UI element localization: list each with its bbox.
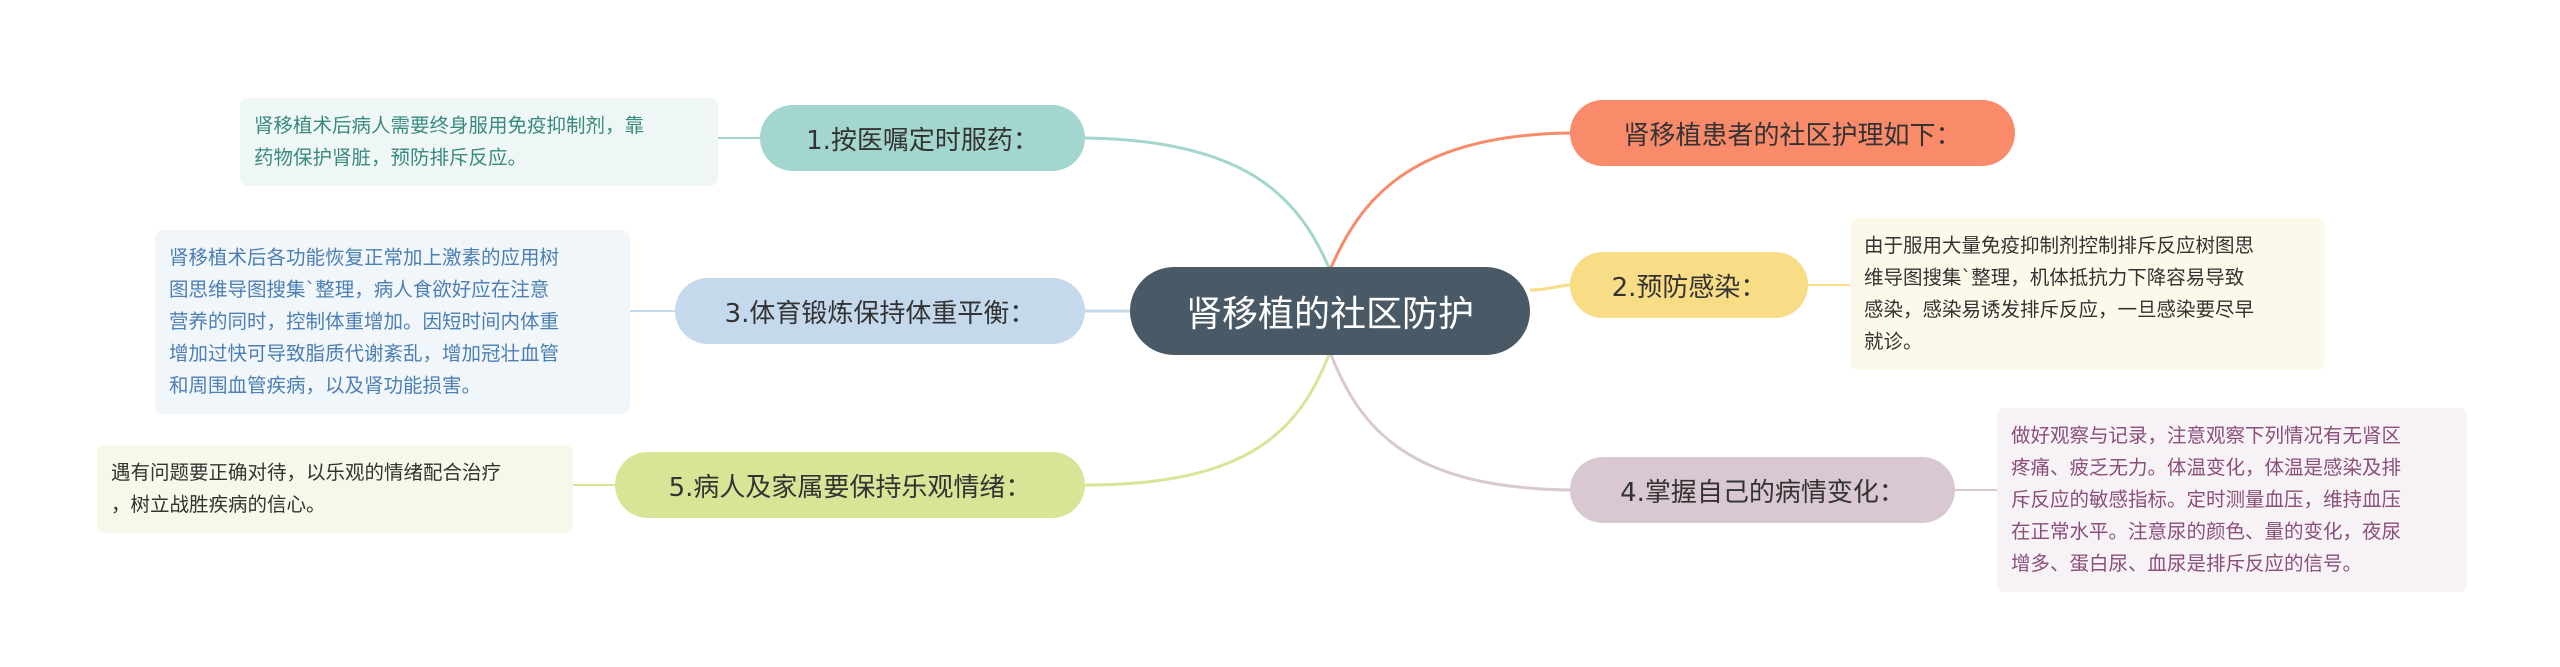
branch-condition[interactable]: 4.掌握自己的病情变化： [1570, 457, 1955, 523]
note-exercise: 肾移植术后各功能恢复正常加上激素的应用树 图思维导图搜集`整理，病人食欲好应在注… [155, 230, 630, 414]
note-condition-text: 做好观察与记录，注意观察下列情况有无肾区 疼痛、疲乏无力。体温变化，体温是感染及… [2011, 424, 2402, 575]
branch-medication-label: 1.按医嘱定时服药： [806, 125, 1039, 156]
note-infection-text: 由于服用大量免疫抑制剂控制排斥反应树图思 维导图搜集`整理，机体抵抗力下降容易导… [1864, 234, 2255, 353]
branch-infection[interactable]: 2.预防感染： [1570, 252, 1808, 318]
branch-exercise[interactable]: 3.体育锻炼保持体重平衡： [675, 278, 1085, 344]
central-topic[interactable]: 肾移植的社区防护 [1130, 267, 1530, 355]
central-topic-label: 肾移植的社区防护 [1185, 294, 1474, 335]
link-b5 [1084, 351, 1332, 487]
note-optimism-text: 遇有问题要正确对待，以乐观的情绪配合治疗 ，树立战胜疾病的信心。 [111, 461, 502, 516]
branch-exercise-label: 3.体育锻炼保持体重平衡： [724, 298, 1036, 329]
branch-intro[interactable]: 肾移植患者的社区护理如下： [1570, 100, 2015, 166]
branch-intro-label: 肾移植患者的社区护理如下： [1623, 120, 1962, 151]
branch-medication[interactable]: 1.按医嘱定时服药： [760, 105, 1085, 171]
note-exercise-text: 肾移植术后各功能恢复正常加上激素的应用树 图思维导图搜集`整理，病人食欲好应在注… [169, 246, 560, 397]
link-b2 [1529, 283, 1571, 292]
note-infection: 由于服用大量免疫抑制剂控制排斥反应树图思 维导图搜集`整理，机体抵抗力下降容易导… [1850, 218, 2325, 370]
note-medication: 肾移植术后病人需要终身服用免疫抑制剂，靠 药物保护肾脏，预防排斥反应。 [240, 98, 718, 186]
branch-infection-label: 2.预防感染： [1611, 272, 1767, 303]
branch-optimism-label: 5.病人及家属要保持乐观情绪： [668, 472, 1032, 503]
note-condition: 做好观察与记录，注意观察下列情况有无肾区 疼痛、疲乏无力。体温变化，体温是感染及… [1997, 408, 2467, 592]
note-medication-text: 肾移植术后病人需要终身服用免疫抑制剂，靠 药物保护肾脏，预防排斥反应。 [254, 114, 645, 169]
branch-optimism[interactable]: 5.病人及家属要保持乐观情绪： [615, 452, 1085, 518]
link-b1 [1084, 136, 1332, 271]
link-bintro [1328, 131, 1571, 271]
link-b4 [1328, 351, 1571, 492]
branch-condition-label: 4.掌握自己的病情变化： [1620, 477, 1905, 508]
note-optimism: 遇有问题要正确对待，以乐观的情绪配合治疗 ，树立战胜疾病的信心。 [97, 445, 573, 533]
